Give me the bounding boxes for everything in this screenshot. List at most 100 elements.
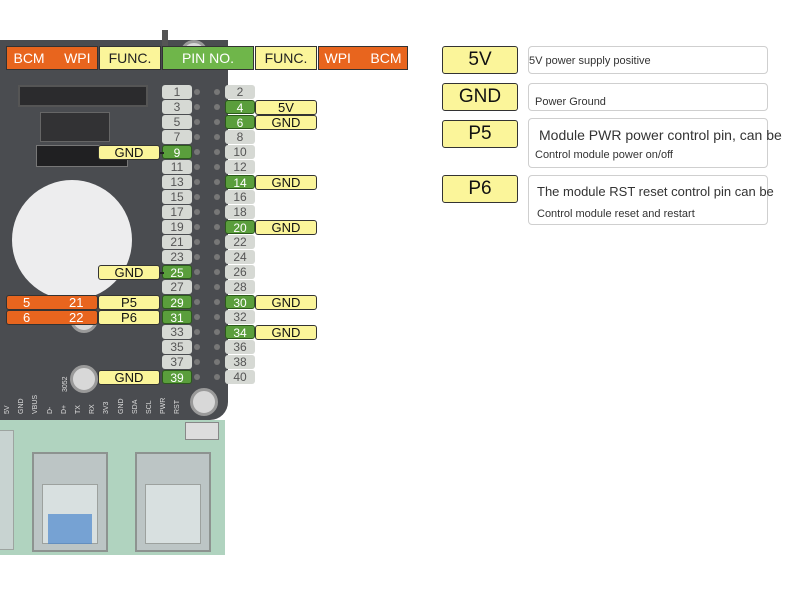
pin-dot xyxy=(214,164,220,170)
pin-26: 26 xyxy=(225,265,255,279)
pin-dot xyxy=(194,179,200,185)
pin-15: 15 xyxy=(162,190,192,204)
pin-1: 1 xyxy=(162,85,192,99)
pin-4: 4 xyxy=(225,100,255,115)
pin-dot xyxy=(214,359,220,365)
pin-dot xyxy=(214,254,220,260)
pin-dot xyxy=(194,164,200,170)
func-pin29: P5 xyxy=(98,295,160,310)
pin-dot xyxy=(194,359,200,365)
pin-dot xyxy=(194,254,200,260)
func-pin4: 5V xyxy=(255,100,317,115)
leader-line xyxy=(160,272,164,274)
pin-24: 24 xyxy=(225,250,255,264)
pin-34: 34 xyxy=(225,325,255,340)
fan-cutout xyxy=(12,180,132,300)
silk-label: RST xyxy=(174,400,182,414)
pin-8: 8 xyxy=(225,130,255,144)
legend-card-p6: The module RST reset control pin can be … xyxy=(528,175,774,225)
pin-dot xyxy=(214,179,220,185)
func-pin6: GND xyxy=(255,115,317,130)
pin-22: 22 xyxy=(225,235,255,249)
pin-2: 2 xyxy=(225,85,255,99)
wpi-pin29: 21 xyxy=(69,295,84,310)
legend-title-p6: The module RST reset control pin can be xyxy=(537,184,774,199)
silk-label: 5V xyxy=(4,405,11,414)
pin-7: 7 xyxy=(162,130,192,144)
silk-label: D+ xyxy=(60,404,68,414)
silk-label: GND xyxy=(117,398,125,414)
pin-dot xyxy=(214,374,220,380)
pin-dot xyxy=(214,329,220,335)
wpi-pin31: 22 xyxy=(69,310,84,325)
legend-desc-p6: Control module reset and restart xyxy=(537,208,695,220)
silk-label: GND xyxy=(18,398,26,414)
silk-label: RX xyxy=(89,404,97,414)
pin-14: 14 xyxy=(225,175,255,190)
legend-desc-gnd: Power Ground xyxy=(535,96,606,108)
pin-12: 12 xyxy=(225,160,255,174)
pin-36: 36 xyxy=(225,340,255,354)
header-post xyxy=(162,30,168,48)
pin-40: 40 xyxy=(225,370,255,384)
pin-dot xyxy=(194,314,200,320)
legend-label-gnd: GND xyxy=(442,83,518,111)
legend-card-p5: Module PWR power control pin, can be Con… xyxy=(528,118,782,168)
pin-31: 31 xyxy=(162,310,192,325)
silk-label: 3V3 xyxy=(103,401,111,414)
pin-dot xyxy=(214,149,220,155)
usb-port-inner xyxy=(145,484,201,544)
usb-port-2 xyxy=(135,452,211,552)
pin-18: 18 xyxy=(225,205,255,219)
pin-23: 23 xyxy=(162,250,192,264)
silk-label: D- xyxy=(46,406,54,414)
silk-label: TX xyxy=(75,405,82,414)
pin-dot xyxy=(194,269,200,275)
pin-9: 9 xyxy=(162,145,192,160)
bcm-pin31: 6 xyxy=(23,310,31,325)
pin-dot xyxy=(214,119,220,125)
header-pin-no: PIN NO. xyxy=(162,46,254,70)
small-connector xyxy=(185,422,219,440)
silk-label-3052: 3052 xyxy=(62,376,69,392)
pin-dot xyxy=(214,269,220,275)
pin-dot xyxy=(214,284,220,290)
pin-dot xyxy=(214,314,220,320)
mounting-hole-bottom xyxy=(70,365,98,393)
pin-dot xyxy=(214,224,220,230)
usb-port-1 xyxy=(32,452,108,552)
pin-16: 16 xyxy=(225,190,255,204)
pin-dot xyxy=(194,104,200,110)
pin-20: 20 xyxy=(225,220,255,235)
pin-dot xyxy=(214,299,220,305)
pin-dot xyxy=(194,224,200,230)
func-pin34: GND xyxy=(255,325,317,340)
pin-6: 6 xyxy=(225,115,255,130)
legend-desc-p5: Control module power on/off xyxy=(535,149,673,161)
pin-33: 33 xyxy=(162,325,192,339)
pin-19: 19 xyxy=(162,220,192,234)
pin-dot xyxy=(214,89,220,95)
fpc-connector xyxy=(18,85,148,107)
pin-5: 5 xyxy=(162,115,192,129)
pin-25: 25 xyxy=(162,265,192,280)
legend-label-p5: P5 xyxy=(442,120,518,148)
pin-35: 35 xyxy=(162,340,192,354)
header-right-wpi: WPI xyxy=(324,50,351,66)
bcm-pin29: 5 xyxy=(23,295,31,310)
silk-label: PWR xyxy=(160,397,168,414)
pin-dot xyxy=(194,284,200,290)
pin-dot xyxy=(214,104,220,110)
pin-dot xyxy=(194,374,200,380)
legend-label-5v: 5V xyxy=(442,46,518,74)
pin-29: 29 xyxy=(162,295,192,310)
pin-32: 32 xyxy=(225,310,255,324)
header-right-bcm: BCM xyxy=(370,50,402,66)
header-right-func: FUNC. xyxy=(255,46,317,70)
legend-desc-5v: 5V power supply positive xyxy=(529,55,651,67)
pin-13: 13 xyxy=(162,175,192,189)
pin-dot xyxy=(214,209,220,215)
pin-27: 27 xyxy=(162,280,192,294)
pin-dot xyxy=(194,344,200,350)
legend-label-p6: P6 xyxy=(442,175,518,203)
